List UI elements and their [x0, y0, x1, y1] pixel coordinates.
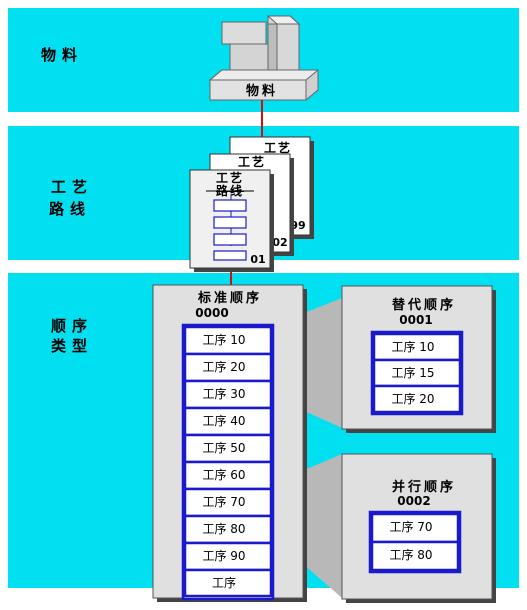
alternative-sequence-title: 替代顺序 — [392, 297, 456, 313]
operation-label: 工序 30 — [202, 386, 245, 401]
operation-label: 工序 40 — [202, 413, 245, 428]
parallel-sequence-title: 并行顺序 — [392, 479, 456, 495]
operation-box — [370, 540, 460, 572]
operation-label: 工序 20 — [391, 391, 434, 406]
routing-card-01: 工艺 路线 01 — [189, 169, 274, 272]
operation-label: 工序 10 — [391, 339, 434, 354]
standard-sequence-box: 标准顺序 0000 工序 10 工序 20 工序 30 工序 40 工序 50 工序 60… — [152, 284, 307, 602]
routing-card-99-title-line1: 工艺 — [264, 140, 292, 155]
routing-card-02-title-line1: 工艺 — [238, 154, 266, 169]
sequence-band-label-line1: 顺序 — [51, 317, 93, 335]
operation-label: 工序 — [212, 575, 236, 590]
operation-box — [372, 384, 462, 414]
routing-card-01-step-1 — [213, 199, 247, 212]
operation-label: 工序 60 — [202, 467, 245, 482]
routing-card-01-number: 01 — [250, 253, 265, 266]
alternative-sequence-box: 替代顺序 0001 工序 10 工序 15 工序 20 — [341, 285, 496, 433]
alternative-sequence-code: 0001 — [399, 313, 432, 327]
routing-card-99-number: 99 — [290, 219, 305, 232]
operation-label: 工序 15 — [391, 365, 434, 380]
operation-label: 工序 10 — [202, 332, 245, 347]
routing-card-01-step-3 — [213, 233, 247, 246]
operation-box — [183, 568, 273, 598]
material-machine-icon — [208, 15, 320, 101]
routing-card-01-title-line1: 工艺 — [216, 170, 244, 185]
operation-box — [372, 332, 462, 362]
parallel-sequence-code: 0002 — [397, 494, 430, 508]
material-band-label: 物料 — [41, 46, 83, 64]
operation-label: 工序 90 — [202, 548, 245, 563]
operation-label: 工序 70 — [202, 494, 245, 509]
operation-box — [183, 325, 273, 356]
standard-sequence-code: 0000 — [195, 306, 228, 320]
operation-label: 工序 50 — [202, 440, 245, 455]
material-box-label: 物料 — [246, 83, 278, 99]
operation-box — [183, 352, 273, 383]
sequence-band-label-line2: 类型 — [51, 337, 93, 355]
routing-card-01-step-4 — [213, 250, 247, 261]
routing-band-label-line2: 路线 — [49, 200, 91, 218]
operation-label: 工序 70 — [389, 519, 432, 534]
operation-box — [372, 358, 462, 388]
operation-label: 工序 20 — [202, 359, 245, 374]
routing-card-02-number: 02 — [272, 236, 287, 249]
routing-card-01-step-2 — [213, 216, 247, 229]
parallel-sequence-box: 并行顺序 0002 工序 70 工序 80 — [341, 453, 496, 603]
standard-sequence-title: 标准顺序 — [197, 290, 262, 306]
routing-band-label-line1: 工艺 — [51, 178, 93, 196]
operation-label: 工序 80 — [389, 547, 432, 562]
operation-label: 工序 80 — [202, 521, 245, 536]
